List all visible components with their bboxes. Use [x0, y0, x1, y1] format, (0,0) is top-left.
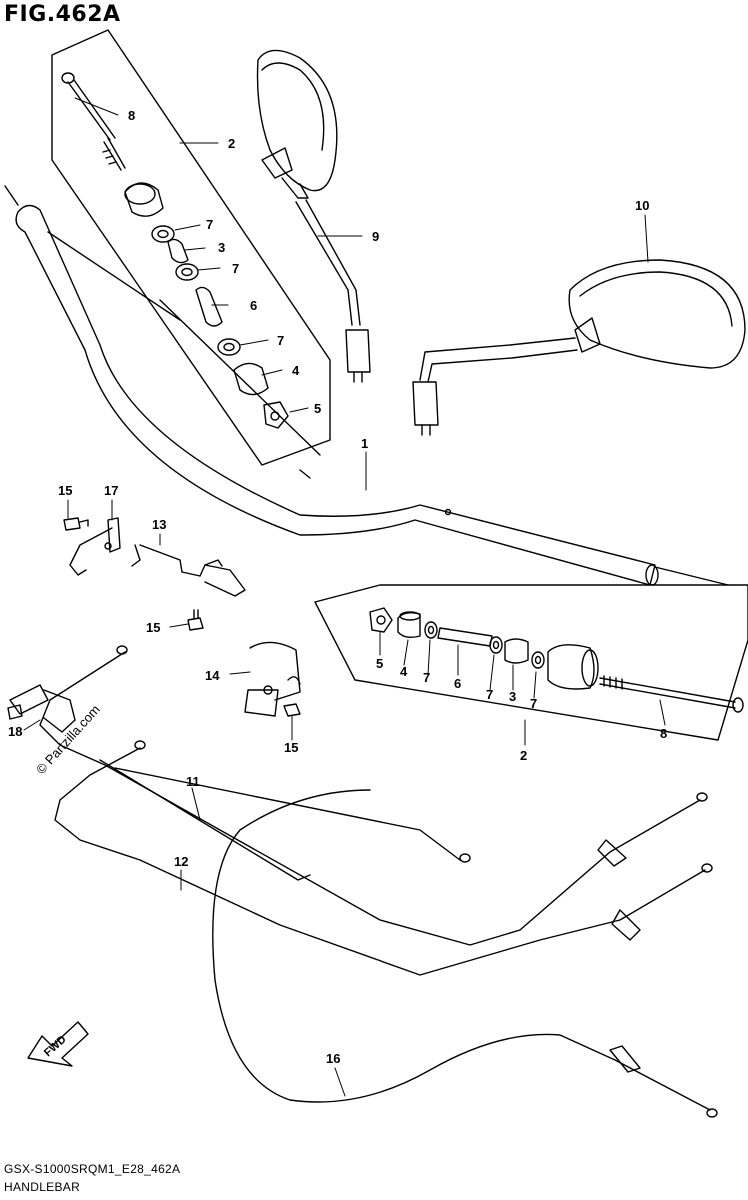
callout-7-top-c: 7 [277, 333, 284, 348]
throttle-cable-12 [54, 740, 713, 976]
balancer-weight-bottom [547, 644, 599, 690]
callout-1: 1 [361, 436, 368, 451]
mirror-left [256, 49, 371, 383]
callout-4-top: 4 [292, 363, 300, 378]
svg-text:© Partzilla.com: © Partzilla.com [33, 702, 103, 777]
mirror-right [412, 259, 746, 436]
callout-5-bottom: 5 [376, 656, 383, 671]
balancer-weight-top [124, 182, 164, 217]
callout-9: 9 [372, 229, 379, 244]
spacer-top [167, 238, 189, 264]
callout-6-bottom: 6 [454, 676, 461, 691]
washer-top-1 [151, 225, 175, 243]
callout-15-a: 15 [58, 483, 72, 498]
bolt-15-a [63, 517, 89, 531]
callout-6-top: 6 [250, 298, 257, 313]
callout-7-bottom-b: 7 [486, 687, 493, 702]
callout-8-bottom: 8 [660, 726, 667, 741]
model-code: GSX-S1000SRQM1_E28_462A [4, 1162, 181, 1176]
leader-lines [23, 97, 666, 1097]
holder-14 [244, 641, 301, 717]
clutch-cable-16 [212, 789, 718, 1118]
callout-11: 11 [186, 774, 200, 789]
callout-16: 16 [326, 1051, 340, 1066]
callout-14: 14 [205, 668, 220, 683]
callout-2-top: 2 [228, 136, 235, 151]
callout-7-bottom-c: 7 [530, 696, 537, 711]
bar-end-bolt-top [61, 72, 126, 171]
bolt-15-b [187, 609, 204, 631]
callout-7-top-b: 7 [232, 261, 239, 276]
callout-3-top: 3 [218, 240, 225, 255]
washer-top-2 [175, 263, 199, 281]
washer-top-3 [217, 338, 241, 356]
left-grip-weight-group-box [51, 29, 331, 479]
callout-2-bottom: 2 [520, 748, 527, 763]
throttle-cable-11 [39, 645, 708, 946]
callout-8-top: 8 [128, 108, 135, 123]
washer-bottom-3 [531, 651, 545, 669]
weight-inner-top [233, 362, 269, 396]
washer-bottom-2 [489, 636, 503, 654]
callout-labels: 8 2 7 3 7 6 7 4 5 9 10 1 15 17 13 15 14 … [8, 108, 667, 1066]
cable-guide-18 [7, 684, 76, 733]
washer-bottom-1 [424, 621, 438, 639]
callout-4-bottom: 4 [400, 664, 408, 679]
collar-bottom [437, 627, 493, 647]
callout-18: 18 [8, 724, 22, 739]
callout-7-top-a: 7 [206, 217, 213, 232]
bar-end-bolt-bottom [599, 675, 744, 713]
clamp-17 [69, 517, 121, 576]
callout-10: 10 [635, 198, 649, 213]
callout-5-top: 5 [314, 401, 321, 416]
weight-inner-bottom [397, 611, 421, 639]
callout-15-c: 15 [284, 740, 298, 755]
callout-15-b: 15 [146, 620, 160, 635]
callout-13: 13 [152, 517, 166, 532]
callout-17: 17 [104, 483, 118, 498]
nut-top [263, 401, 289, 429]
bolt-15-c [283, 703, 301, 717]
watermark-text: © Partzilla.com [33, 702, 103, 777]
spacer-bottom [504, 638, 529, 664]
handlebar-pipe [4, 185, 729, 586]
callout-12: 12 [174, 854, 188, 869]
callout-7-bottom-a: 7 [423, 670, 430, 685]
callout-3-bottom: 3 [509, 689, 516, 704]
collar-top [195, 286, 223, 327]
nut-bottom [369, 607, 393, 633]
fwd-arrow-icon [27, 1021, 89, 1067]
bracket-13 [131, 544, 246, 597]
section-name: HANDLEBAR [4, 1180, 81, 1194]
figure-title: FIG.462A [4, 2, 121, 27]
right-grip-weight-group-box [314, 584, 748, 741]
